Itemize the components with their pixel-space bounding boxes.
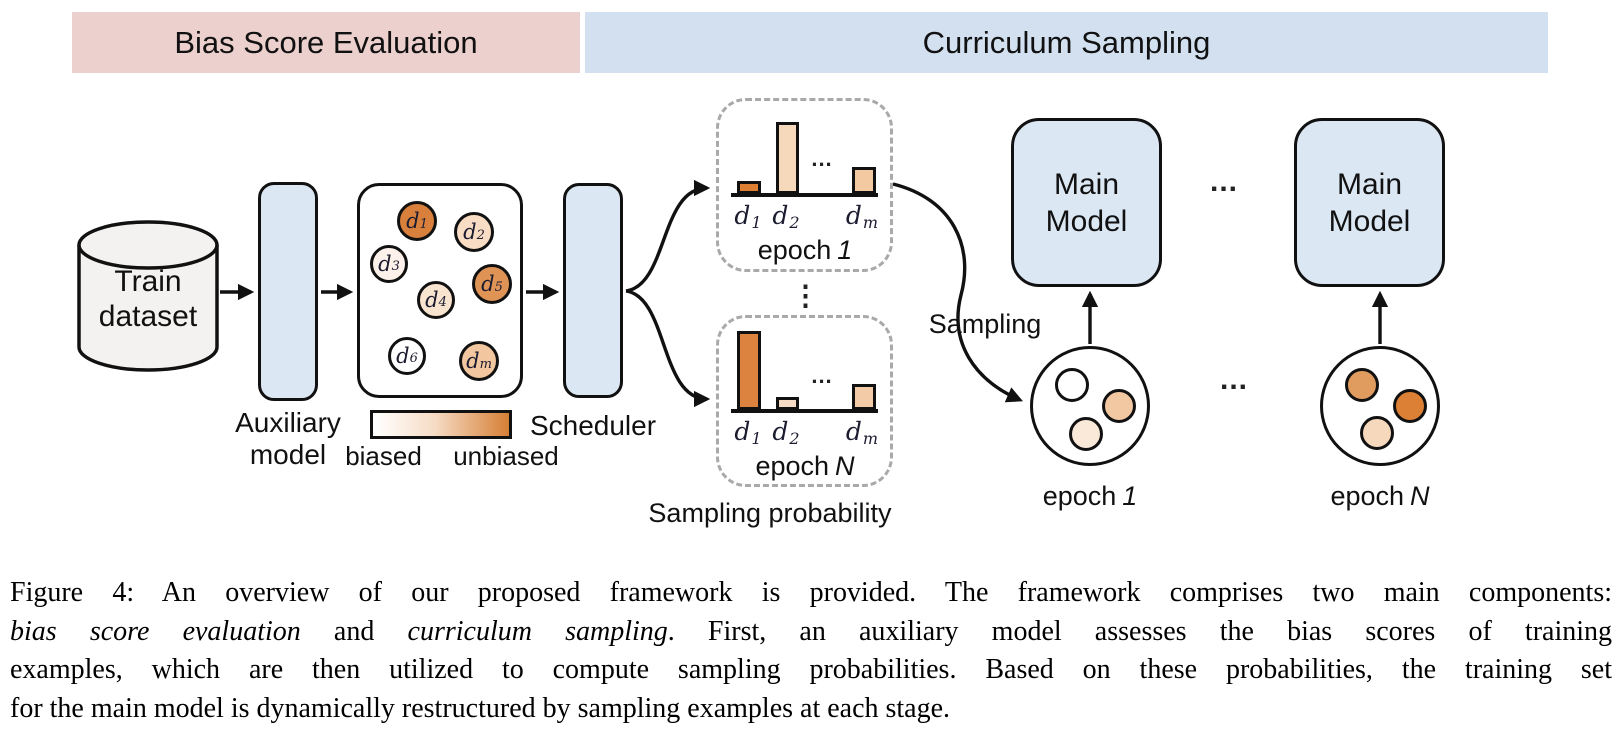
circle-label-sub: m [479,357,492,372]
sample-dot [1102,389,1136,423]
circle-label-sub: 2 [476,228,485,243]
epochN-chart-axis [731,409,878,413]
sample-dot [1360,416,1394,450]
sample-dot [1055,368,1089,402]
sampling-probability-label: Sampling probability [648,498,892,528]
train-dataset-cylinder-body [77,245,219,372]
sample-dot [1069,417,1103,451]
epochN-bar-d2 [776,397,799,410]
circle-label-sub: 3 [391,259,400,274]
circle-label: d [463,220,477,244]
circle-label: d [425,288,439,312]
circle-label-sub: 5 [494,280,503,295]
arrow-sampling-curve [892,182,1023,403]
epochN-chart-box [716,315,893,487]
epoch1-bar-d1 [737,181,761,194]
circle-label: d [396,344,410,368]
epoch1-bar-dm [852,167,876,194]
caption-line: for the main model is dynamically restru… [10,692,951,724]
circle-label: d [466,349,480,373]
epochN-bar-dm [852,384,876,410]
train-dataset-cylinder-top [77,220,219,270]
epochN-axis-label-dm: dm [845,417,879,448]
epoch1-axis-label-d1: d1 [734,201,762,232]
circle-label: d [481,272,495,296]
epochN-axis-label-d2: d2 [772,417,800,448]
auxiliary-model-box [258,182,318,401]
circle-label-sub: 4 [438,295,447,310]
epoch1-chart-axis [731,193,878,197]
main-model-box-2: Main Model [1294,118,1445,287]
models-ellipsis: ... [1209,165,1238,198]
main-model-box-1: Main Model [1011,118,1162,287]
epochN-chart-ellipsis: ... [811,363,833,388]
samples-ellipsis: ... [1219,363,1248,396]
train-dataset-label: Train dataset [98,265,198,333]
arrow-scheduler-to-epoch1-chart [625,179,711,293]
auxiliary-model-label: Auxiliary model [235,407,341,470]
caption-line: bias score evaluation and curriculum sam… [10,615,1613,647]
section-header-curriculum-sampling: Curriculum Sampling [585,12,1548,73]
circle-label: d [378,252,392,276]
figure-caption: Figure 4: An overview of our proposed fr… [10,574,1612,728]
circle-label-sub: 6 [409,351,418,366]
legend-biased-label: biased [345,441,422,471]
sample-dot [1393,389,1427,423]
charts-vertical-ellipsis: ⋮ [791,280,821,311]
bias-gradient-legend [370,410,512,439]
epoch1-bar-d2 [776,122,799,194]
legend-unbiased-label: unbiased [453,441,559,471]
caption-line: examples, which are then utilized to com… [10,654,1612,685]
section-header-bias-score-evaluation: Bias Score Evaluation [72,12,580,73]
circle-label-sub: 1 [419,217,428,232]
epoch1-chart-ellipsis: ... [811,146,833,171]
caption-line: Figure 4: An overview of our proposed fr… [10,577,1612,608]
epochN-axis-label-d1: d1 [734,417,762,448]
sample-dot [1345,368,1379,402]
circle-label: d [406,209,420,233]
scheduler-box [563,183,623,398]
epochN-bar-d1 [737,331,761,410]
main-model-label: Main Model [1045,167,1128,238]
scheduler-label: Scheduler [529,410,657,441]
arrows-layer [77,179,1389,408]
epoch1-chart-box [716,98,893,272]
epoch1-axis-label-dm: dm [845,201,879,232]
main-model-label: Main Model [1328,167,1411,238]
epoch1-axis-label-d2: d2 [772,201,800,232]
sampling-label: Sampling [928,309,1042,339]
arrow-scheduler-to-epochN-chart [625,289,711,408]
